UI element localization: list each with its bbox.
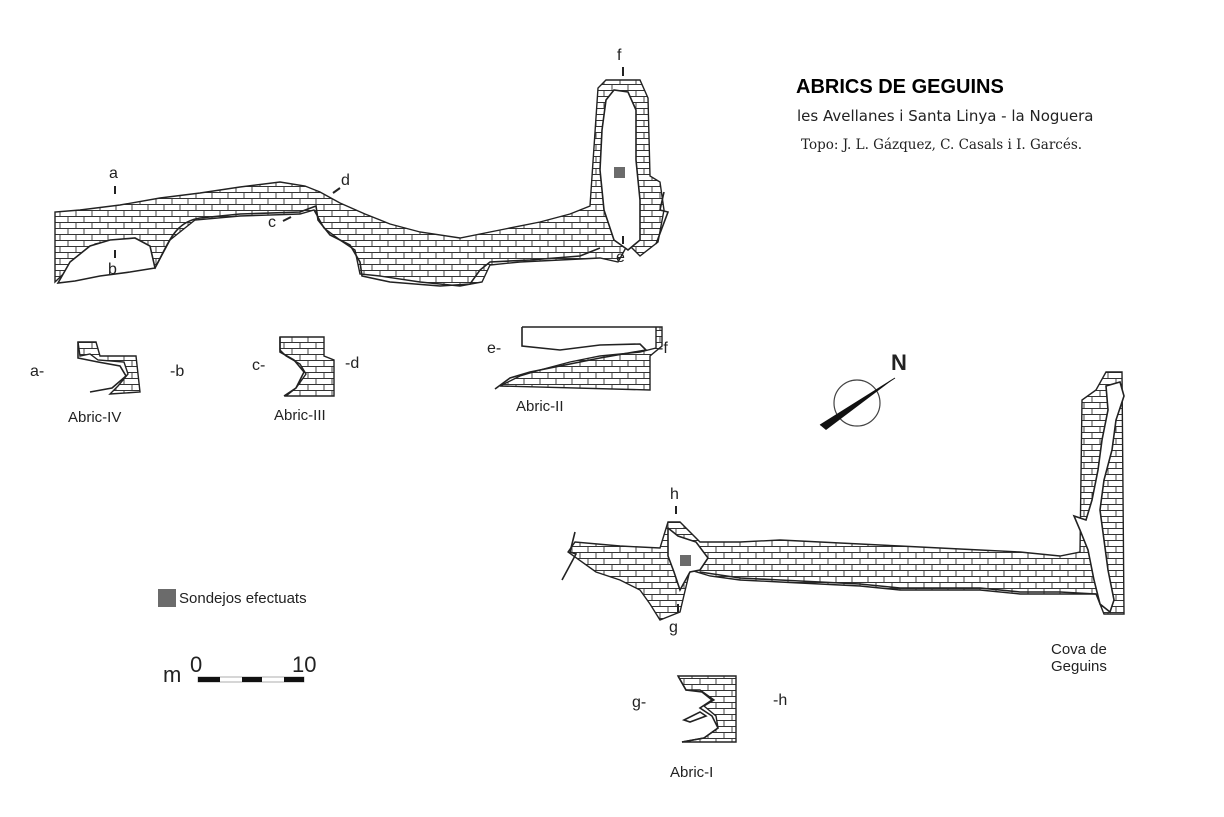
upper-fault-line xyxy=(655,191,670,245)
section-letter-e: e xyxy=(616,249,625,266)
north-arrow-circle xyxy=(833,379,881,427)
upper-section-marks: a b c d f e xyxy=(108,47,625,278)
profile-ii-right-tag: -f xyxy=(658,340,668,357)
profile-iii-name: Abric-III xyxy=(274,407,326,424)
profile-iv-left-tag: a- xyxy=(30,363,44,380)
scale-unit: m xyxy=(163,662,181,687)
abric-iv-profile-line xyxy=(77,342,128,393)
section-letter-a: a xyxy=(109,165,118,182)
north-arrow-needle-line xyxy=(819,377,896,426)
profile-abric-i: g- -h Abric-I xyxy=(632,675,787,781)
abric-iv-profile-rock xyxy=(77,341,141,395)
upper-wall-line xyxy=(154,204,601,287)
profile-ii-left-tag: e- xyxy=(487,340,501,357)
scale-bar: m 0 10 xyxy=(163,652,316,687)
profile-i-name: Abric-I xyxy=(670,764,713,781)
section-tick-d xyxy=(332,187,341,194)
profile-abric-iii: c- -d Abric-III xyxy=(252,336,359,424)
scale-bar-seg-3 xyxy=(284,677,304,682)
lower-shelter-plan: h g Cova de Geguins xyxy=(561,371,1125,675)
abric-ii-profile-rock xyxy=(499,326,663,391)
section-letter-d: d xyxy=(341,172,350,189)
abric-i-profile-line xyxy=(677,675,720,743)
section-letter-b: b xyxy=(108,261,117,278)
cave-label-line1: Cova de xyxy=(1051,641,1107,658)
legend-sample-swatch xyxy=(158,589,176,607)
map-title: ABRICS DE GEGUINS xyxy=(796,76,1004,98)
scale-bar-seg-2 xyxy=(242,677,262,682)
abric-iii-profile-rock xyxy=(279,336,335,397)
map-credit: Topo: J. L. Gázquez, C. Casals i I. Garc… xyxy=(801,137,1082,153)
north-arrow-label: N xyxy=(891,350,907,375)
profile-iii-left-tag: c- xyxy=(252,357,265,374)
profile-i-left-tag: g- xyxy=(632,694,646,711)
map-subtitle: les Avellanes i Santa Linya - la Noguera xyxy=(797,107,1094,125)
sample-marker-abric-ii xyxy=(614,167,625,178)
section-letter-h: h xyxy=(670,486,679,503)
upper-rock-band xyxy=(54,79,665,287)
abric-i-profile-rock xyxy=(676,675,737,743)
profile-abric-iv: a- -b Abric-IV xyxy=(30,341,184,426)
sample-marker-abric-i xyxy=(680,555,691,566)
section-letter-c: c xyxy=(268,214,276,231)
section-tick-c xyxy=(282,216,292,222)
abric-i-profile-floor xyxy=(681,711,708,723)
scale-bar-seg-1 xyxy=(198,677,220,682)
abric-ii-profile-line xyxy=(494,327,648,390)
section-letter-f: f xyxy=(617,47,622,64)
cave-label-line2: Geguins xyxy=(1051,658,1107,675)
cova-de-geguins-passage xyxy=(1072,381,1125,614)
north-arrow: N xyxy=(819,350,907,430)
legend: Sondejos efectuats xyxy=(158,589,307,607)
profile-abric-ii: e- -f Abric-II xyxy=(487,326,668,415)
lower-fault-line xyxy=(561,531,578,581)
upper-shelter-plan xyxy=(54,79,670,287)
section-letter-g: g xyxy=(669,619,678,636)
scale-min: 0 xyxy=(190,652,202,677)
profile-ii-name: Abric-II xyxy=(516,398,564,415)
profile-iv-name: Abric-IV xyxy=(68,409,121,426)
north-arrow-needle-icon xyxy=(820,378,895,430)
abric-iv-plan-cave xyxy=(56,237,156,284)
scale-max: 10 xyxy=(292,652,316,677)
profile-iv-right-tag: -b xyxy=(170,363,184,380)
legend-sample-text: Sondejos efectuats xyxy=(179,590,307,607)
profile-iii-right-tag: -d xyxy=(345,355,359,372)
abric-iii-profile-line xyxy=(279,337,305,397)
profile-i-right-tag: -h xyxy=(773,692,787,709)
lower-wall-line xyxy=(699,571,1097,595)
map-header: ABRICS DE GEGUINS les Avellanes i Santa … xyxy=(796,76,1094,153)
